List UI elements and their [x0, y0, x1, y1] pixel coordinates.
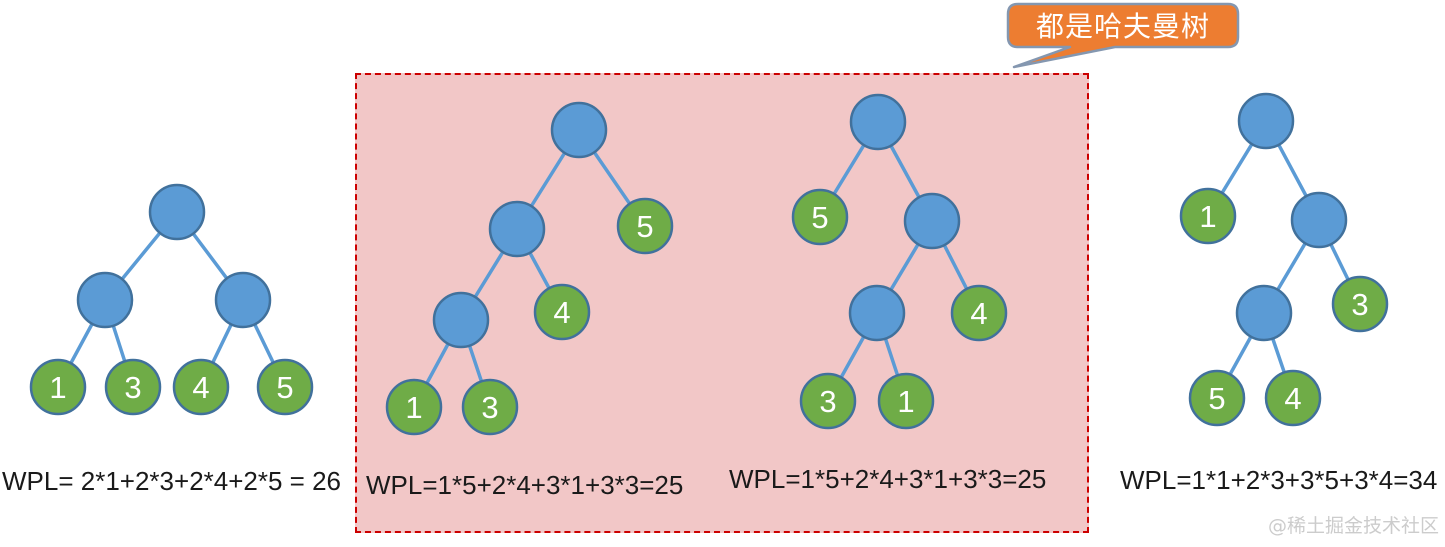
leaf-weight-label: 3: [819, 384, 836, 419]
tree-internal-node: [76, 271, 134, 329]
leaf-weight-label: 1: [897, 384, 914, 419]
leaf-weight-label: 4: [192, 370, 209, 405]
speech-bubble-icon: [1006, 2, 1240, 69]
tree-internal-node: [488, 200, 546, 258]
leaf-weight-label: 1: [49, 370, 66, 405]
tree-internal-node: [432, 291, 490, 349]
tree-leaf-node-4: [950, 284, 1008, 342]
tree-internal-node: [214, 271, 272, 329]
tree-leaf-node-5: [256, 358, 314, 416]
binary-tree-1: 1 3 4 5: [29, 183, 314, 416]
callout-bubble: 都是哈夫曼树: [1000, 0, 1245, 75]
tree-internal-node: [550, 101, 608, 159]
tree-leaf-node-4: [172, 358, 230, 416]
tree-leaf-node-3: [1331, 275, 1389, 333]
watermark-text: @稀土掘金技术社区: [1267, 515, 1439, 537]
tree-leaf-node-5: [616, 197, 674, 255]
tree-leaf-node-5: [1188, 369, 1246, 427]
callout-text: 都是哈夫曼树: [1035, 10, 1210, 43]
tree-leaf-node-3: [799, 372, 857, 430]
leaf-weight-label: 4: [553, 295, 570, 330]
binary-tree-4: 1 3 5 4: [1179, 92, 1389, 427]
leaf-weight-label: 1: [405, 390, 422, 425]
wpl-formula-4: WPL=1*1+2*3+3*5+3*4=34: [1120, 465, 1438, 495]
tree-leaf-node-1: [385, 378, 443, 436]
wpl-formula-3: WPL=1*5+2*4+3*1+3*3=25: [729, 464, 1047, 494]
leaf-weight-label: 5: [276, 370, 293, 405]
wpl-formula-2: WPL=1*5+2*4+3*1+3*3=25: [366, 470, 684, 500]
tree-leaf-node-1: [877, 372, 935, 430]
tree-leaf-node-1: [29, 358, 87, 416]
tree-internal-node: [849, 93, 907, 151]
leaf-weight-label: 5: [636, 209, 653, 244]
leaf-weight-label: 3: [1351, 287, 1368, 322]
leaf-weight-label: 3: [124, 370, 141, 405]
tree-internal-node: [848, 284, 906, 342]
leaf-weight-label: 5: [811, 200, 828, 235]
tree-leaf-node-3: [104, 358, 162, 416]
tree-internal-node: [1290, 191, 1348, 249]
tree-leaf-node-4: [1264, 369, 1322, 427]
leaf-weight-label: 3: [481, 390, 498, 425]
tree-leaf-node-5: [791, 188, 849, 246]
tree-leaf-node-4: [533, 283, 591, 341]
tree-internal-node: [903, 192, 961, 250]
callout-bubble-shape: [1006, 2, 1240, 69]
tree-leaf-node-1: [1179, 187, 1237, 245]
binary-tree-3: 5 4 3 1: [791, 93, 1008, 430]
tree-leaf-node-3: [461, 378, 519, 436]
wpl-formula-1: WPL= 2*1+2*3+2*4+2*5 = 26: [2, 466, 342, 496]
tree-internal-node: [148, 183, 206, 241]
binary-tree-2: 5 4 1 3: [385, 101, 674, 436]
tree-internal-node: [1237, 92, 1295, 150]
tree-internal-node: [1235, 284, 1293, 342]
leaf-weight-label: 1: [1199, 199, 1216, 234]
leaf-weight-label: 5: [1208, 381, 1225, 416]
leaf-weight-label: 4: [970, 296, 987, 331]
leaf-weight-label: 4: [1284, 381, 1301, 416]
